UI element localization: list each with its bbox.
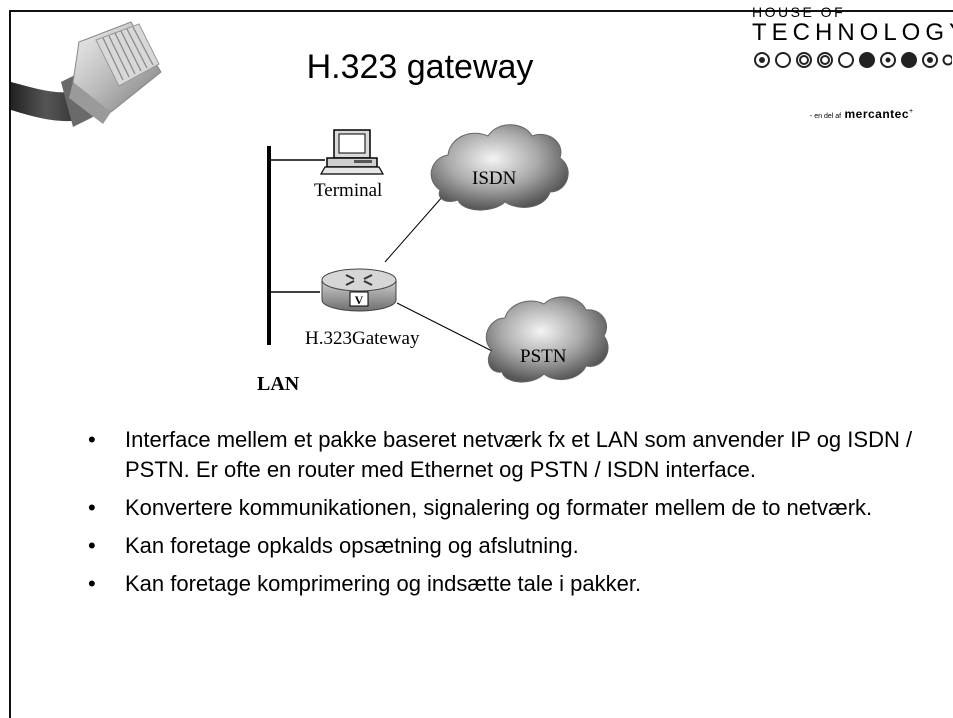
gateway-label: H.323Gateway (305, 328, 420, 349)
slide-title: H.323 gateway (306, 48, 534, 86)
lan-label: LAN (257, 373, 300, 395)
terminal-label: Terminal (314, 180, 382, 201)
bullet-list: • Interface mellem et pakke baseret netvæ… (88, 425, 928, 607)
frame-top-line (9, 10, 953, 12)
logo-brand-plus: + (909, 108, 914, 115)
list-item: • Kan foretage komprimering og indsætte t… (88, 569, 928, 599)
list-item: • Kan foretage opkalds opsætning og afslu… (88, 531, 928, 561)
list-item: • Interface mellem et pakke baseret netvæ… (88, 425, 928, 485)
bullet-text: Kan foretage komprimering og indsætte ta… (125, 571, 642, 596)
logo-line2: TECHNOLOGY (752, 19, 953, 46)
logo-tagline-prefix: - en del af (810, 113, 842, 120)
logo-circles-icon (754, 52, 953, 68)
bullet-dot: • (88, 571, 96, 596)
logo-line1: HOUSE OF (752, 4, 846, 20)
logo-brand: mercantec (844, 107, 910, 121)
isdn-label: ISDN (472, 168, 517, 189)
pstn-label: PSTN (520, 346, 567, 367)
bullet-dot: • (88, 495, 96, 520)
house-of-technology-logo: HOUSE OF TECHNOLOGY (752, 4, 953, 76)
network-plug-icon (11, 21, 162, 127)
network-diagram: V Terminal H.323Gateway ISDN PSTN LAN (257, 124, 609, 395)
pstn-link (396, 302, 495, 353)
terminal-computer-icon (319, 129, 385, 175)
pstn-cloud (485, 296, 609, 383)
gateway-router-icon (321, 268, 397, 312)
bullet-dot: • (88, 533, 96, 558)
isdn-link (384, 195, 444, 263)
logo-tagline: - en del af mercantec+ (810, 107, 913, 121)
router-badge: V (355, 293, 364, 307)
bullet-text: Kan foretage opkalds opsætning og afslut… (125, 533, 579, 558)
bullet-dot: • (88, 427, 96, 452)
frame-left-line (9, 10, 11, 718)
bullet-text: Konvertere kommunikationen, signalering … (125, 495, 873, 520)
bullet-text: Interface mellem et pakke baseret netvær… (125, 427, 913, 482)
list-item: • Konvertere kommunikationen, signalering… (88, 493, 928, 523)
isdn-cloud (430, 124, 569, 211)
